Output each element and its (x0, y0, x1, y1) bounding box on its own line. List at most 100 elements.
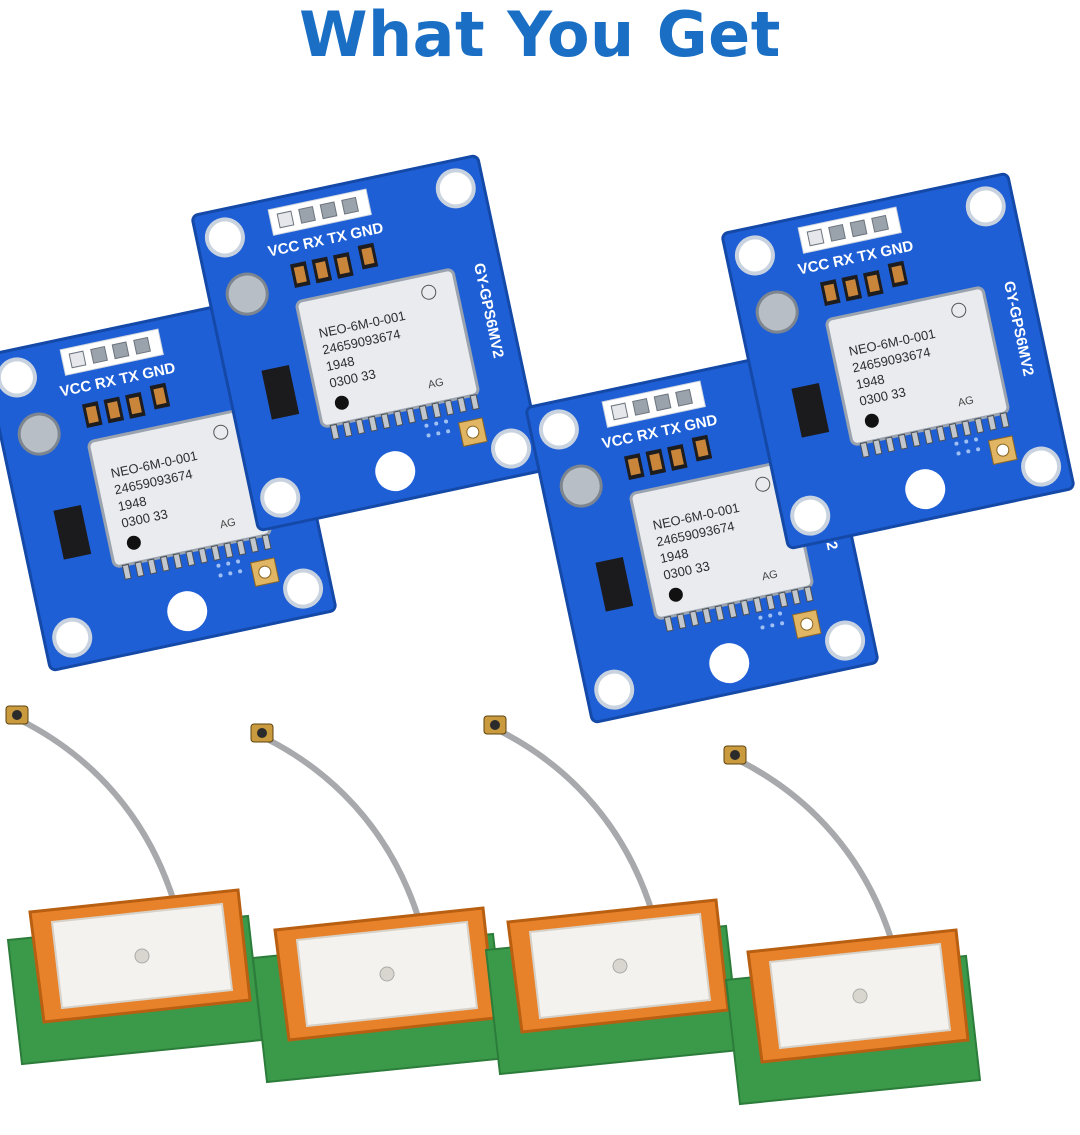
header-pin (68, 350, 87, 369)
module-pin (689, 610, 700, 627)
module-pin (380, 412, 391, 430)
header-pin (653, 393, 672, 412)
chip-mark: AG (761, 568, 779, 583)
module-pin (329, 423, 340, 440)
mounting-hole (965, 186, 1006, 227)
pin1-dot (668, 587, 683, 602)
neo6m-module (825, 286, 1010, 446)
chip-mark: AG (957, 394, 975, 409)
via (976, 447, 981, 452)
header-pin (849, 219, 868, 238)
module-pin (910, 430, 921, 448)
header-pin (675, 388, 693, 407)
via (974, 437, 979, 442)
smd-pad (315, 261, 329, 279)
antenna-drawing (5, 705, 264, 1066)
center-hole (167, 591, 208, 632)
smd-pad (293, 265, 307, 284)
mounting-hole (790, 495, 831, 536)
module-pin (418, 404, 429, 421)
header-pin (133, 336, 151, 355)
board-drawing: VCC RX TX GNDNEO-6M-0-001246590936741948… (721, 172, 1075, 550)
gps-antenna-3 (478, 710, 742, 1100)
antenna-cable (735, 757, 896, 948)
feed-point (134, 948, 150, 964)
module-pin (367, 415, 378, 432)
via (226, 561, 231, 566)
module-pin (134, 561, 145, 578)
ufl-plug-center (257, 728, 267, 738)
smd-pad (649, 453, 663, 471)
module-pin (444, 399, 455, 416)
via (238, 569, 243, 574)
gps-antenna-1 (0, 700, 264, 1090)
smd-pad (153, 387, 167, 405)
module-pin (236, 539, 247, 556)
gps-antenna-4 (718, 740, 982, 1130)
antenna-drawing (723, 745, 982, 1106)
via (228, 571, 233, 576)
via (216, 563, 221, 568)
module-pin (701, 607, 712, 624)
module-pin (198, 547, 209, 564)
feed-point (852, 988, 868, 1004)
via (236, 559, 241, 564)
center-hole (905, 469, 946, 510)
backup-battery (755, 290, 799, 334)
module-pin (663, 615, 674, 632)
smd-pad (695, 439, 709, 457)
module-pin (961, 420, 972, 437)
mounting-hole (52, 617, 93, 658)
ufl-plug-center (490, 720, 500, 730)
smd-pad (336, 256, 350, 275)
center-hole (709, 643, 750, 684)
module-pin (859, 441, 870, 458)
module-pin (456, 396, 467, 413)
chip-text-line: 1948 (658, 545, 689, 566)
mounting-hole (538, 409, 579, 450)
chip-text-line: 1948 (854, 371, 885, 392)
regulator-chip (261, 364, 300, 420)
pin1-dot (126, 535, 141, 550)
mounting-hole (0, 357, 37, 398)
mounting-hole (825, 620, 866, 661)
module-pin (121, 563, 132, 580)
ufl-center (466, 425, 480, 439)
antenna-drawing (483, 715, 742, 1076)
via (966, 449, 971, 454)
module-pin (765, 594, 776, 611)
via (758, 615, 763, 620)
module-pin (948, 422, 959, 439)
via (218, 573, 223, 578)
ufl-center (996, 443, 1010, 457)
ufl-plug-center (730, 750, 740, 760)
mounting-hole (1021, 446, 1062, 487)
pb-free-mark (421, 284, 437, 300)
neo6m-module (295, 268, 480, 428)
via (424, 423, 429, 428)
module-pin (469, 394, 480, 411)
module-pin (974, 417, 985, 434)
header-pin (90, 345, 108, 364)
module-pin (223, 542, 234, 559)
header-pin (806, 228, 825, 247)
gps-antenna-2 (245, 718, 509, 1108)
header-pin (319, 201, 338, 220)
antenna-cable (17, 717, 178, 908)
module-pin (936, 425, 947, 442)
via (778, 611, 783, 616)
backup-battery (225, 272, 269, 316)
chip-text-line: 1948 (324, 353, 355, 374)
smd-pad (891, 265, 905, 283)
module-pin (185, 550, 196, 567)
antenna-drawing (250, 723, 509, 1084)
module-pin (752, 596, 763, 613)
pb-free-mark (755, 476, 771, 492)
module-pin (778, 591, 789, 608)
header-pin (871, 214, 889, 233)
pb-free-mark (213, 424, 229, 440)
chip-mark: AG (219, 516, 237, 531)
antenna-cable (495, 727, 656, 918)
via (760, 625, 765, 630)
